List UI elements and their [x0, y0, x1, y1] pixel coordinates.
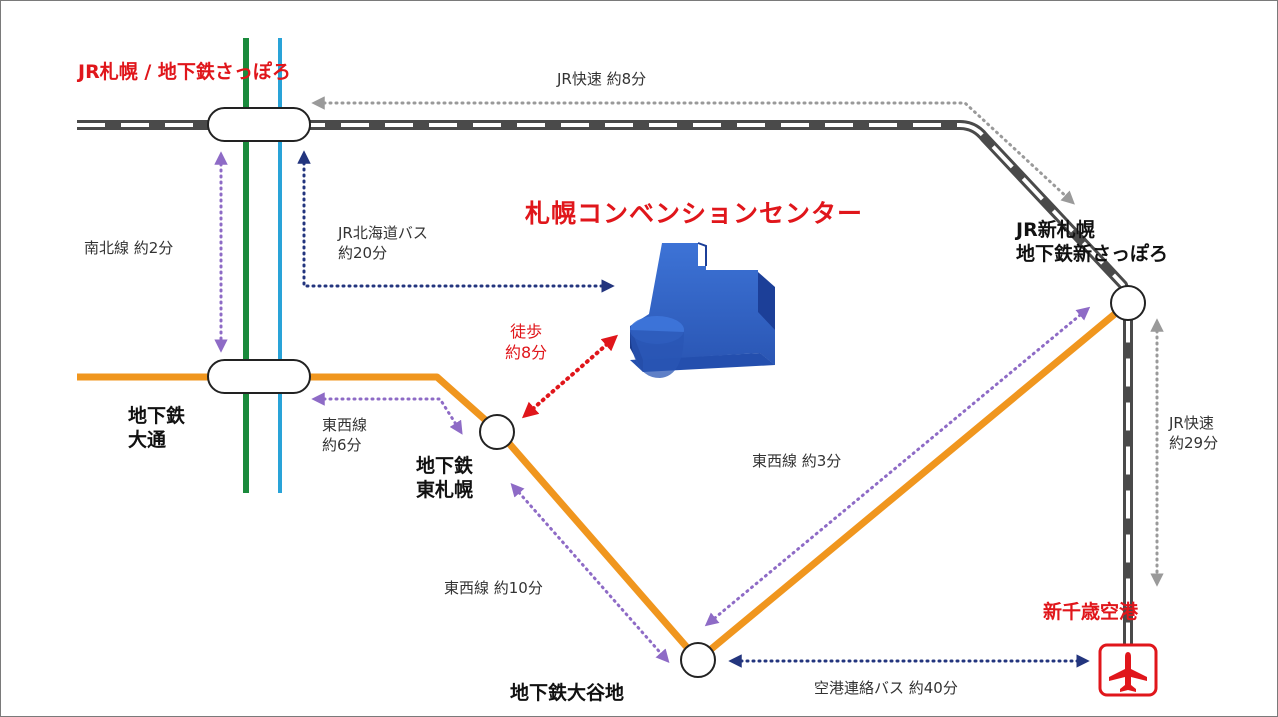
- oyachi-station-marker[interactable]: [680, 642, 716, 678]
- tozai-line: [77, 300, 1131, 664]
- shin-sapporo-station-marker[interactable]: [1110, 285, 1146, 321]
- venue-title: 札幌コンベンションセンター: [525, 199, 864, 228]
- walk-label: 徒歩 約8分: [505, 322, 547, 364]
- namboku-label: 南北線 約2分: [84, 239, 174, 257]
- shin-sapporo-station-label-text: JR新札幌 地下鉄新さっぽろ: [1016, 219, 1169, 265]
- tozai-6-label-text: 東西線 約6分: [322, 416, 368, 454]
- jr-bus-label-text: JR北海道バス 約20分: [338, 224, 428, 262]
- sapporo-station-label: JR札幌 / 地下鉄さっぽろ: [78, 61, 291, 83]
- airplane-icon[interactable]: [1098, 643, 1158, 697]
- jr-bus-connector: [297, 150, 615, 293]
- tozai-6-label: 東西線 約6分: [322, 416, 367, 455]
- jr-rapid-airport-label: JR快速 約29分: [1169, 414, 1218, 453]
- jr-rapid-sapporo-label: JR快速 約8分: [557, 70, 647, 88]
- tozai-10-connector: [510, 482, 670, 664]
- jr-rapid-sapporo-connector: [311, 96, 1075, 205]
- jr-rapid-airport-label-text: JR快速 約29分: [1169, 414, 1219, 452]
- odori-station-marker[interactable]: [207, 359, 311, 394]
- airport-station-label: 新千歳空港: [1043, 601, 1139, 623]
- higashi-sapporo-station-marker[interactable]: [479, 414, 515, 450]
- airport-bus-label: 空港連絡バス 約40分: [814, 679, 958, 697]
- shin-sapporo-station-label: JR新札幌 地下鉄新さっぽろ: [1016, 219, 1168, 267]
- tozai-6-connector: [311, 392, 463, 435]
- jr-bus-label: JR北海道バス 約20分: [338, 224, 428, 263]
- oyachi-station-label: 地下鉄大谷地: [510, 682, 625, 704]
- walk-connector: [521, 334, 619, 419]
- odori-station-label-text: 地下鉄 大通: [128, 405, 186, 451]
- convention-center-icon: [630, 242, 775, 378]
- walk-label-text: 徒歩 約8分: [505, 322, 548, 362]
- higashi-sapporo-station-label-text: 地下鉄 東札幌: [416, 455, 474, 501]
- higashi-sapporo-station-label: 地下鉄 東札幌: [416, 455, 473, 503]
- tozai-3-label: 東西線 約3分: [752, 452, 842, 470]
- odori-station-label: 地下鉄 大通: [128, 405, 185, 453]
- sapporo-station-marker[interactable]: [207, 107, 311, 142]
- tozai-10-label: 東西線 約10分: [444, 579, 543, 597]
